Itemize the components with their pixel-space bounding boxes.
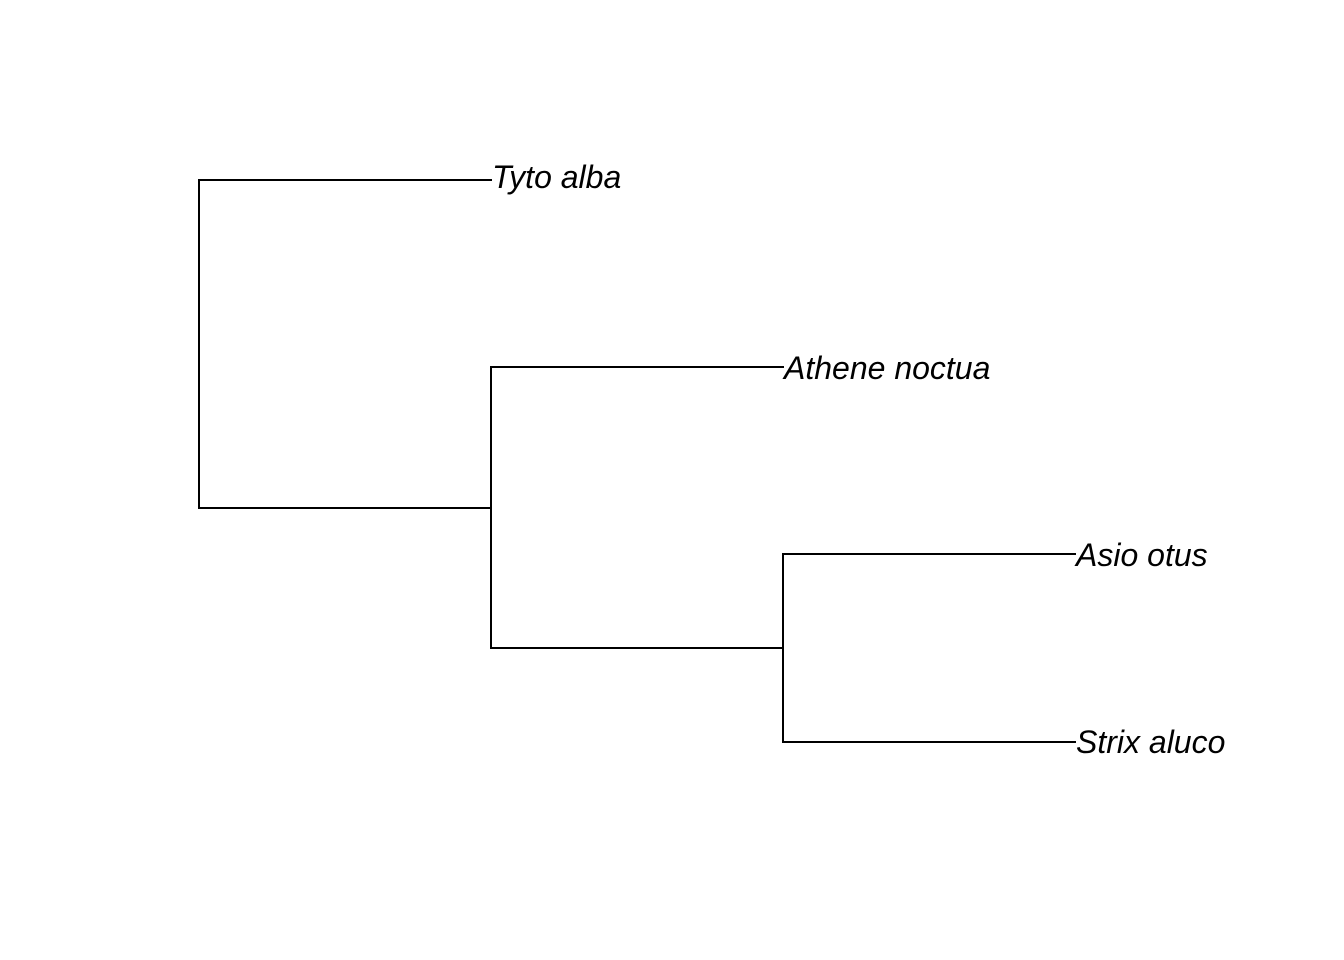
- tip-label-tyto-alba: Tyto alba: [492, 159, 621, 195]
- tip-label-asio-otus: Asio otus: [1074, 537, 1208, 573]
- tip-label-athene-noctua: Athene noctua: [782, 350, 990, 386]
- tip-label-strix-aluco: Strix aluco: [1076, 724, 1225, 760]
